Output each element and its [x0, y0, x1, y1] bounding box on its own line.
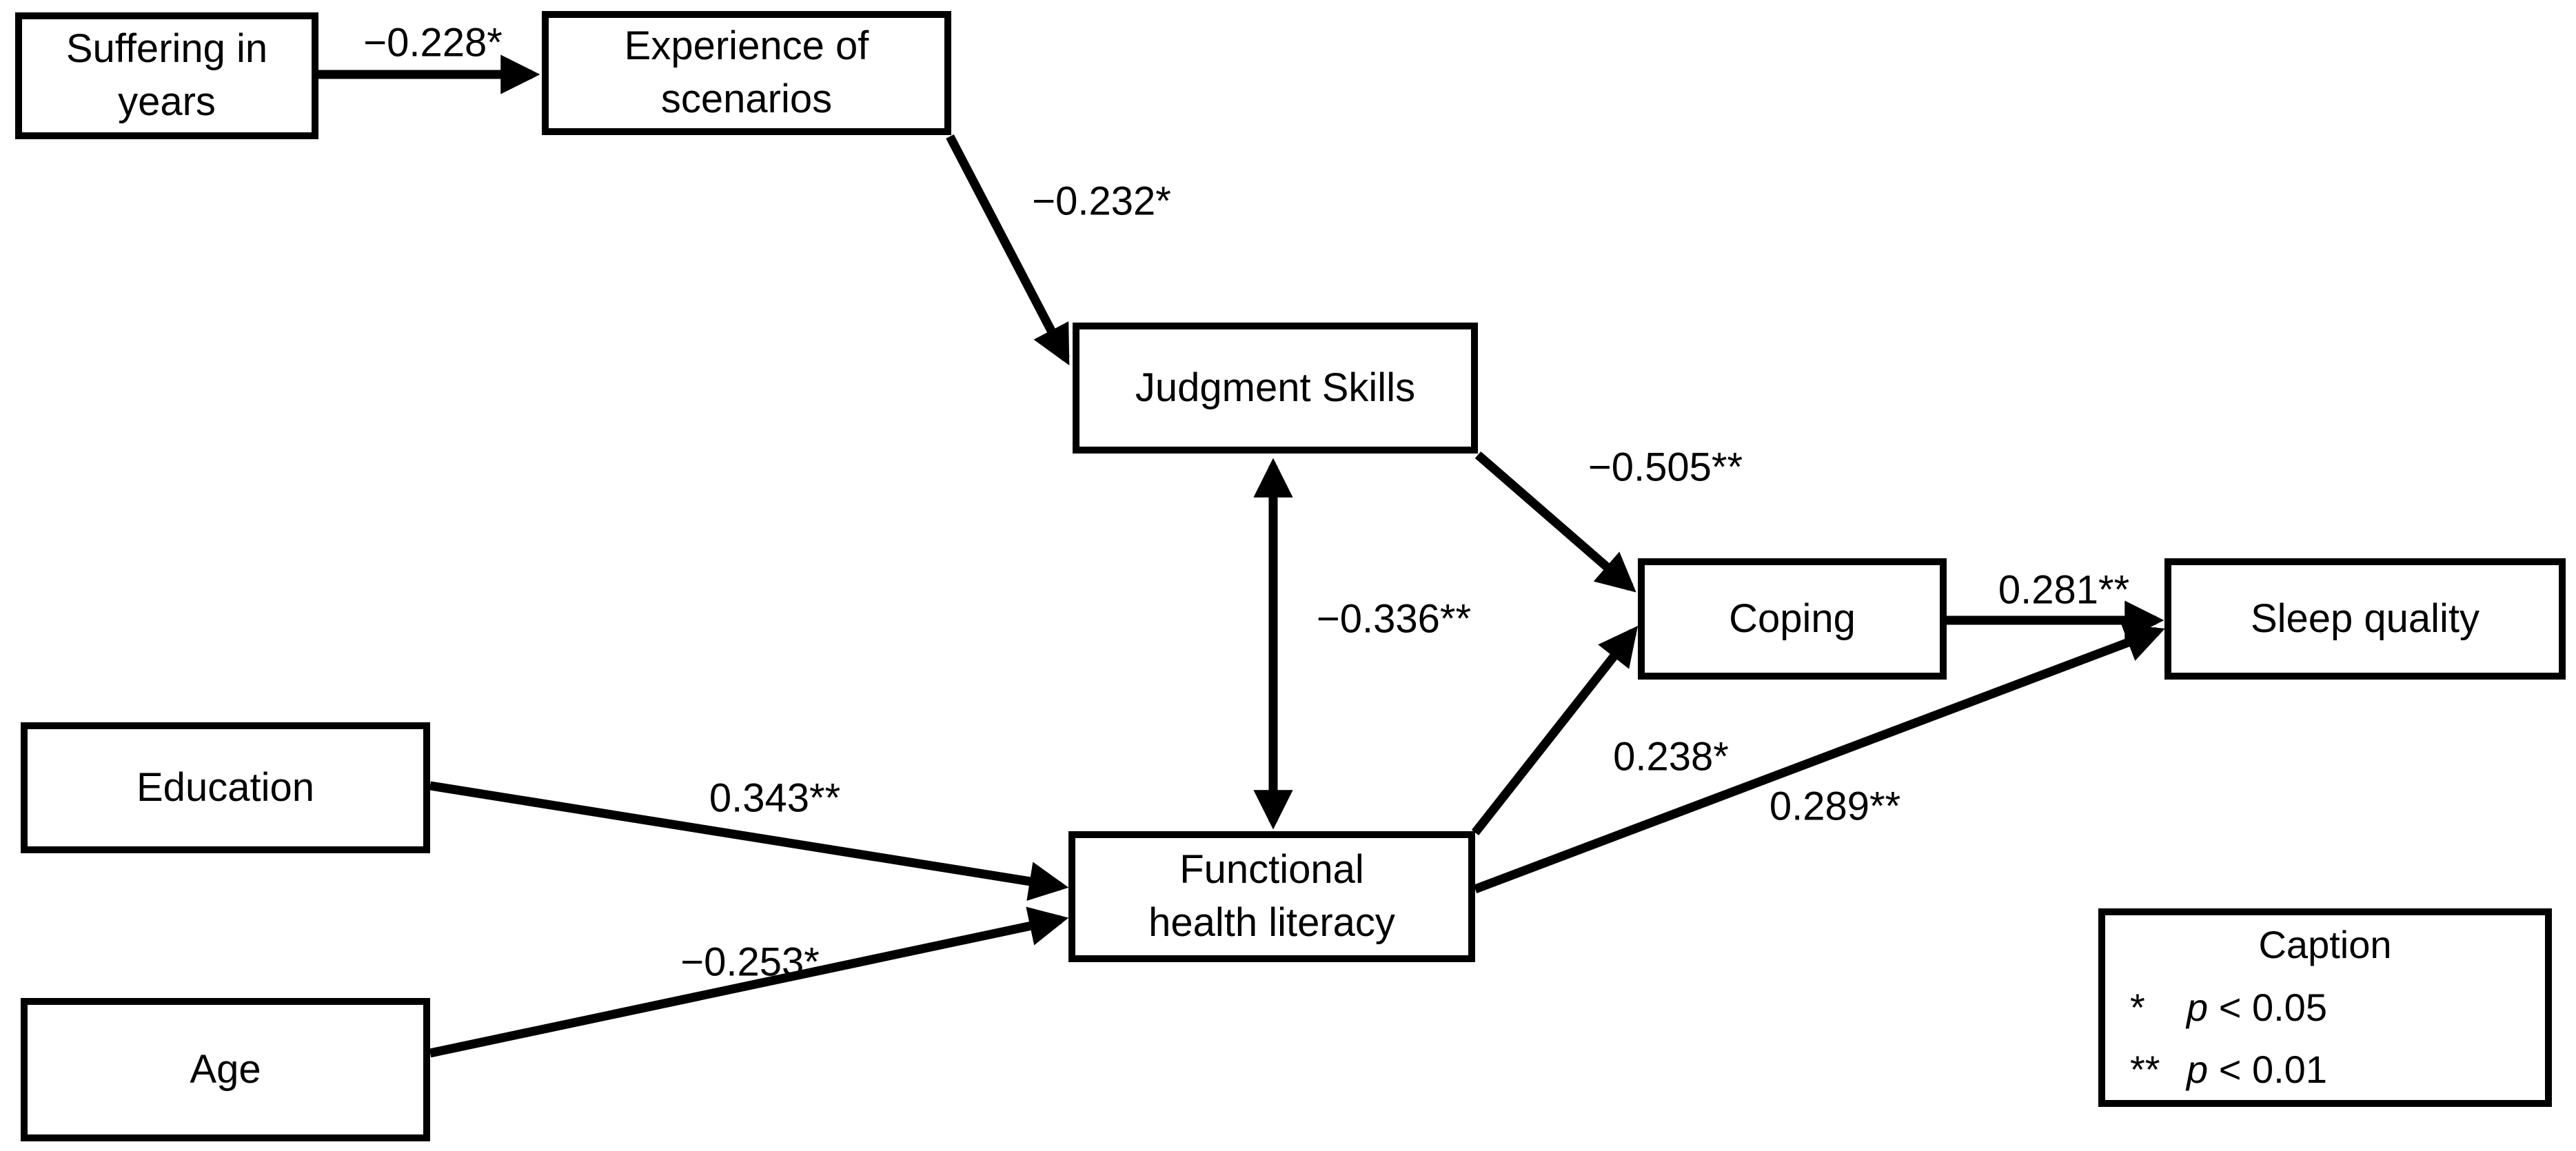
node-suffering-in-years-label: Suffering in years [65, 26, 268, 124]
node-experience-of-scenarios: Experience of scenarios [542, 11, 951, 135]
caption-item-p01-stars: ** [2130, 1048, 2160, 1092]
arrow-experience-to-judgment [946, 134, 1070, 366]
node-education-label: Education [136, 764, 314, 810]
node-experience-of-scenarios-label: Experience of scenarios [624, 23, 869, 121]
node-sleep-quality-label: Sleep quality [2250, 595, 2480, 641]
caption-item-p01-p: p [2187, 1048, 2209, 1092]
node-education: Education [21, 722, 430, 853]
coef-judgment-fhl-covariance: −0.336** [1316, 596, 1472, 642]
caption-item-p05: * p < 0.05 [2130, 977, 2520, 1039]
arrow-judgment-to-coping [1474, 451, 1636, 593]
node-sleep-quality: Sleep quality [2164, 558, 2566, 680]
caption-item-p05-p: p [2187, 985, 2209, 1029]
node-age-label: Age [190, 1046, 261, 1092]
arrow-age-to-fhl [429, 906, 1069, 1058]
node-judgment-skills: Judgment Skills [1073, 323, 1478, 454]
arrow-fhl-to-coping [1471, 626, 1639, 836]
coef-coping-to-sleep: 0.281** [1998, 567, 2130, 613]
coef-age-to-fhl: −0.253* [680, 939, 820, 985]
coef-fhl-to-coping: 0.238* [1613, 734, 1729, 780]
coef-fhl-to-sleep: 0.289** [1769, 784, 1901, 829]
coef-suffering-to-experience: −0.228* [363, 20, 503, 65]
coef-experience-to-judgment: −0.232* [1032, 179, 1171, 224]
caption-item-p05-rest: < 0.05 [2208, 985, 2327, 1029]
node-functional-health-literacy-label: Functional health literacy [1148, 847, 1395, 945]
node-functional-health-literacy: Functional health literacy [1068, 831, 1475, 962]
node-suffering-in-years: Suffering in years [15, 12, 318, 139]
caption-title: Caption [2258, 922, 2392, 966]
caption-item-p05-stars: * [2130, 985, 2145, 1029]
caption-item-p01-rest: < 0.01 [2208, 1048, 2327, 1092]
arrow-fhl-to-sleep [1473, 624, 2165, 894]
caption-box: Caption * p < 0.05 ** p < 0.01 [2098, 908, 2552, 1107]
node-age: Age [21, 998, 430, 1141]
caption-item-p01: ** p < 0.01 [2130, 1039, 2520, 1101]
node-coping: Coping [1638, 558, 1947, 680]
arrow-education-to-fhl [429, 781, 1069, 902]
coef-judgment-to-coping: −0.505** [1588, 445, 1743, 490]
node-judgment-skills-label: Judgment Skills [1135, 365, 1416, 410]
coef-education-to-fhl: 0.343** [709, 775, 841, 821]
node-coping-label: Coping [1729, 595, 1856, 641]
